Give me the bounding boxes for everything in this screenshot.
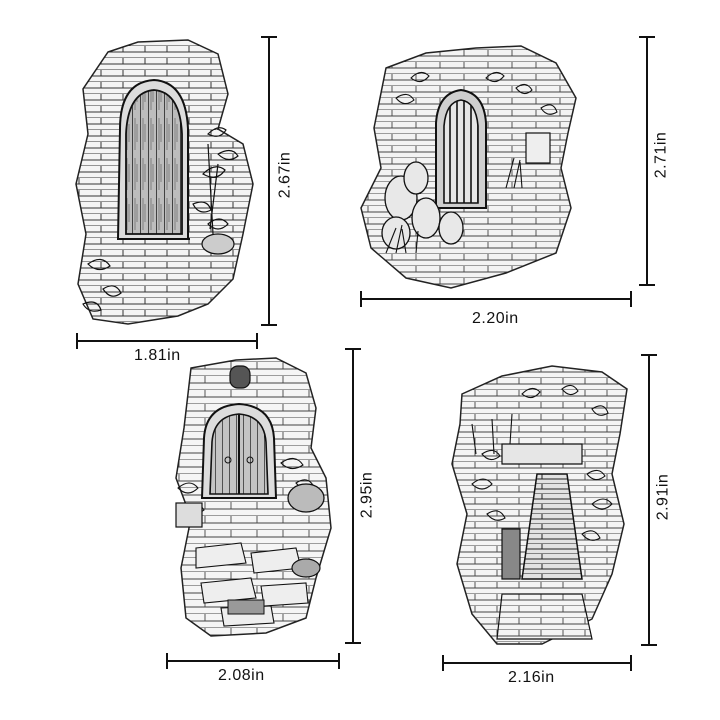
stamp-1-width-line	[76, 340, 258, 342]
stamp-4-width-line	[442, 662, 632, 664]
stamp-2-width-tick-right	[630, 291, 632, 307]
stamp-3-height-tick-top	[345, 348, 361, 350]
stamp-4-height-label: 2.91in	[654, 473, 672, 521]
stamp-4-width-label: 2.16in	[508, 669, 555, 686]
stamp-3-height-tick-bottom	[345, 642, 361, 644]
stamp-4-height-tick-top	[641, 354, 657, 356]
stamp-2-height-tick-top	[639, 36, 655, 38]
stamp-2-width-label: 2.20in	[472, 310, 519, 327]
stamp-4-width-tick-left	[442, 655, 444, 671]
stamp-1-height-label: 2.67in	[276, 151, 294, 199]
stamp-3-width-tick-right	[338, 653, 340, 669]
stamp-1-image	[75, 39, 254, 325]
stamp-2-width-tick-left	[360, 291, 362, 307]
stamp-2-height-line	[646, 36, 648, 286]
stamp-3-image	[175, 357, 332, 637]
stamp-4-width-tick-right	[630, 655, 632, 671]
stamp-4-image	[451, 365, 628, 645]
stamp-2-image	[360, 45, 577, 289]
stamp-4-height-tick-bottom	[641, 644, 657, 646]
stamp-3-width-tick-left	[166, 653, 168, 669]
stamp-3-height-line	[352, 348, 354, 644]
stamp-1-height-tick-top	[261, 36, 277, 38]
stamp-2-height-tick-bottom	[639, 284, 655, 286]
stamp-1-height-tick-bottom	[261, 324, 277, 326]
stamp-3-width-line	[166, 660, 340, 662]
stamp-2-width-line	[360, 298, 632, 300]
stamp-3-width-label: 2.08in	[218, 667, 265, 684]
stamp-2-height-label: 2.71in	[652, 131, 670, 179]
stamp-4-height-line	[648, 354, 650, 646]
stamp-1-width-tick-left	[76, 333, 78, 349]
stamp-1-width-label: 1.81in	[134, 347, 181, 364]
stamp-1-width-tick-right	[256, 333, 258, 349]
stamp-3-height-label: 2.95in	[358, 471, 376, 519]
stamp-1-height-line	[268, 36, 270, 326]
